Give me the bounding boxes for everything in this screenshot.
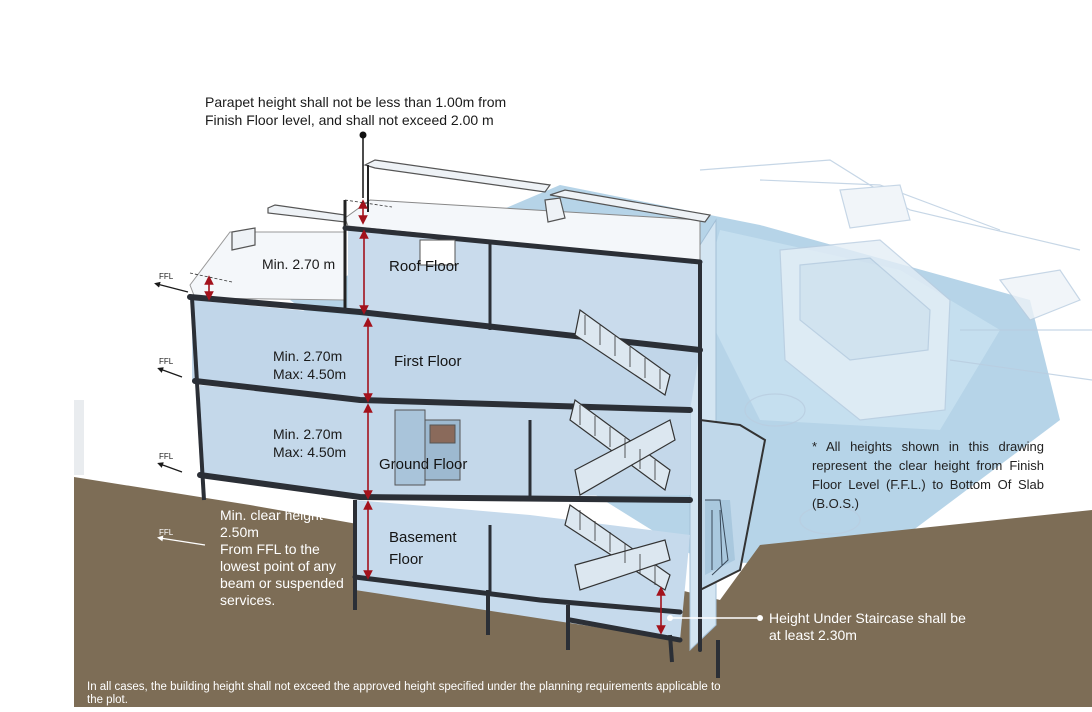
basement-note-line-3: From FFL to the (220, 541, 320, 557)
parapets (231, 159, 712, 251)
parapet-note: Parapet height shall not be less than 1.… (205, 93, 506, 129)
neighbor-building (699, 159, 1092, 535)
staircase-note-line-2: at least 2.30m (769, 627, 857, 643)
first-max: Max: 4.50m (273, 366, 347, 382)
basement-note: Min. clear height 2.50m From FFL to the … (220, 507, 344, 609)
ground-min: Min. 2.70m (273, 426, 343, 442)
walls (190, 240, 720, 678)
basement-note-line-2: 2.50m (220, 524, 259, 540)
basement-line-1: Basement (389, 529, 457, 546)
basement-note-line-4: lowest point of any (220, 558, 336, 574)
roof-min-label: Min. 2.70 m (262, 256, 336, 272)
staircase-note: Height Under Staircase shall be at least… (769, 610, 966, 644)
first-floor-label: First Floor (394, 353, 462, 370)
ground-max: Max: 4.50m (273, 444, 347, 460)
ffl-arrows (154, 281, 206, 546)
footer-note: In all cases, the building height shall … (87, 681, 721, 706)
basement-note-line-6: services. (220, 592, 276, 608)
roof-floor-label: Roof Floor (389, 258, 460, 275)
heights-note: * All heights shown in this drawing repr… (812, 439, 1044, 511)
dimension-arrows (204, 199, 666, 635)
left-wall-strip (74, 400, 84, 475)
ground-floor-label: Ground Floor (379, 456, 468, 473)
basement-line-2: Floor (389, 551, 424, 568)
staircase-note-line-1: Height Under Staircase shall be (769, 610, 966, 626)
ffl-label-ground: FFL (159, 452, 174, 461)
first-min: Min. 2.70m (273, 348, 343, 364)
basement-note-line-1: Min. clear height (220, 507, 323, 523)
parapet-dot (359, 131, 367, 139)
first-floor-heights: Min. 2.70m Max: 4.50m (273, 347, 346, 383)
basement-note-line-5: beam or suspended (220, 575, 344, 591)
basement-floor-label: Basement Floor (389, 527, 457, 571)
parapet-note-line-2: Finish Floor level, and shall not exceed… (205, 112, 494, 128)
ground-floor-heights: Min. 2.70m Max: 4.50m (273, 425, 346, 461)
ffl-label-roof: FFL (159, 272, 174, 281)
ffl-label-first: FFL (159, 357, 174, 366)
ffl-label-basement: FFL (159, 528, 174, 537)
parapet-note-line-1: Parapet height shall not be less than 1.… (205, 94, 507, 110)
